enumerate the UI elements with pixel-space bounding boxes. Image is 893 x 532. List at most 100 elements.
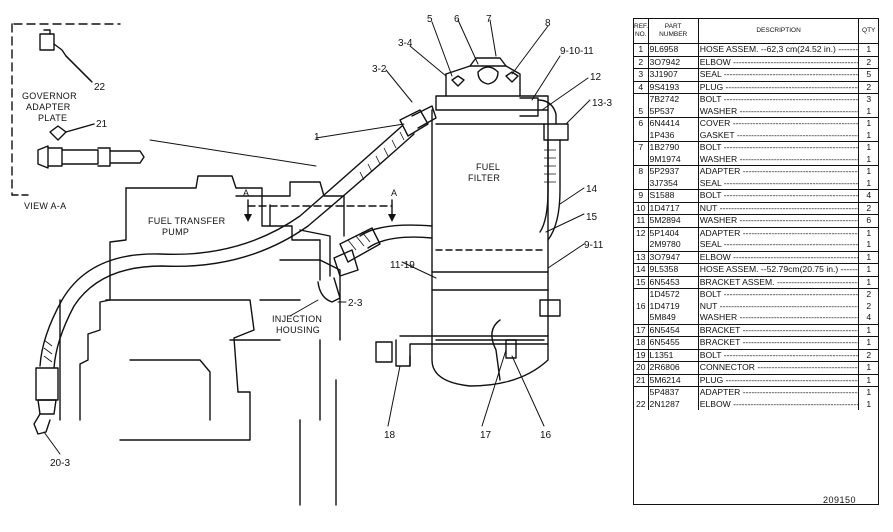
- cell-ref: 7: [634, 141, 649, 154]
- cell-ref: [634, 312, 649, 324]
- callout-9-11: 9-11: [584, 240, 604, 251]
- cell-qty: 1: [858, 117, 878, 130]
- cell-qty: 1: [858, 226, 878, 239]
- cell-qty: 1: [858, 250, 878, 264]
- header-description: DESCRIPTION: [698, 19, 860, 44]
- cell-part: 6N5454: [648, 323, 699, 337]
- cell-desc: BRACKET --------------------------------…: [698, 323, 860, 337]
- cell-ref: 17: [634, 323, 649, 337]
- view-label: VIEW A-A: [24, 201, 66, 211]
- cell-qty: 1: [866, 44, 872, 54]
- cell-qty: 2: [866, 300, 872, 311]
- cell-ref: 14: [634, 263, 649, 276]
- cell-desc: WASHER ---------------------------------…: [698, 312, 860, 324]
- cell-desc: WASHER ---------------------------------…: [698, 105, 860, 118]
- callout-8: 8: [545, 18, 551, 29]
- cell-desc: COVER ----------------------------------…: [698, 117, 860, 130]
- cell-desc: ADAPTER --------------------------------…: [698, 226, 860, 239]
- cell-part: 9M1974: [648, 153, 699, 166]
- cell-desc: ADAPTER --------------------------------…: [698, 165, 860, 178]
- cell-desc: BRACKET ASSEM. -------------------------…: [698, 275, 860, 289]
- cell-part: 1B2790: [648, 141, 699, 154]
- callout-3-2: 3-2: [372, 64, 387, 75]
- cell-qty: 2: [858, 348, 878, 362]
- cell-desc: SEAL -----------------------------------…: [698, 177, 860, 190]
- callout-11-19: 11-19: [390, 260, 415, 271]
- cell-ref: 21: [634, 373, 649, 387]
- cell-desc: ELBOW ----------------------------------…: [698, 55, 860, 69]
- cell-qty: 1: [858, 323, 878, 337]
- cell-qty: 1: [866, 105, 872, 116]
- fuel-transfer-pump-label-line1: FUEL TRANSFER: [148, 216, 226, 226]
- cell-ref: 12: [634, 226, 649, 239]
- cell-part: 2R6806: [648, 361, 699, 374]
- section-marker-right: A: [391, 188, 397, 198]
- callout-13-3: 13-3: [592, 98, 612, 109]
- section-marker-left: A: [243, 188, 249, 198]
- cell-ref: 3: [634, 68, 649, 81]
- cell-ref: 4: [634, 80, 649, 94]
- cell-qty: 1: [858, 141, 878, 154]
- cell-desc: ELBOW ----------------------------------…: [698, 250, 860, 264]
- cell-qty: 2: [858, 55, 878, 69]
- cell-qty: 2: [858, 80, 878, 94]
- header-qty: QTY: [858, 19, 878, 44]
- callout-7: 7: [486, 14, 492, 25]
- cell-qty: 3: [858, 93, 878, 106]
- cell-ref: 16: [634, 300, 649, 312]
- governor-label-line2: ADAPTER: [26, 102, 71, 112]
- cell-ref: 1: [634, 43, 649, 56]
- cell-desc: GASKET ---------------------------------…: [698, 129, 860, 142]
- fuel-filter-label-line1: FUEL: [476, 162, 500, 172]
- cell-qty: 1: [866, 239, 872, 249]
- cell-part: 9L6958: [648, 43, 699, 56]
- cell-desc: BOLT -----------------------------------…: [698, 189, 860, 202]
- cell-desc: BOLT -----------------------------------…: [698, 141, 860, 154]
- callout-2-3: 2-3: [348, 298, 363, 309]
- callout-22: 22: [94, 82, 106, 93]
- cell-ref: 2: [634, 55, 649, 69]
- cell-qty: 1: [858, 275, 878, 289]
- cell-qty: 1: [866, 398, 872, 409]
- cell-ref: 19: [634, 348, 649, 362]
- fuel-filter-label-line2: FILTER: [468, 173, 500, 183]
- cell-part: 1D4717: [648, 201, 699, 215]
- cell-qty: 1: [858, 373, 878, 387]
- cell-qty: 1: [858, 165, 878, 178]
- cell-desc: WASHER ---------------------------------…: [698, 153, 860, 166]
- cell-qty: 1: [858, 336, 878, 349]
- cell-qty: 6: [858, 214, 878, 227]
- cell-part: 5M2894: [648, 214, 699, 227]
- cell-ref: 10: [634, 201, 649, 215]
- cell-ref: [634, 386, 649, 399]
- cell-part: 5P4837: [648, 386, 699, 399]
- injection-housing-label-line2: HOUSING: [276, 325, 320, 335]
- cell-desc: CONNECTOR ------------------------------…: [698, 361, 860, 374]
- cell-ref: [634, 153, 649, 166]
- cell-qty: 4: [858, 189, 878, 202]
- callout-9-10-11: 9-10-11: [560, 46, 594, 57]
- cell-desc: HOSE ASSEM. --62,3 cm(24.52 in.) -------…: [698, 43, 860, 56]
- cell-desc: NUT ------------------------------------…: [698, 201, 860, 215]
- cell-ref: 18: [634, 336, 649, 349]
